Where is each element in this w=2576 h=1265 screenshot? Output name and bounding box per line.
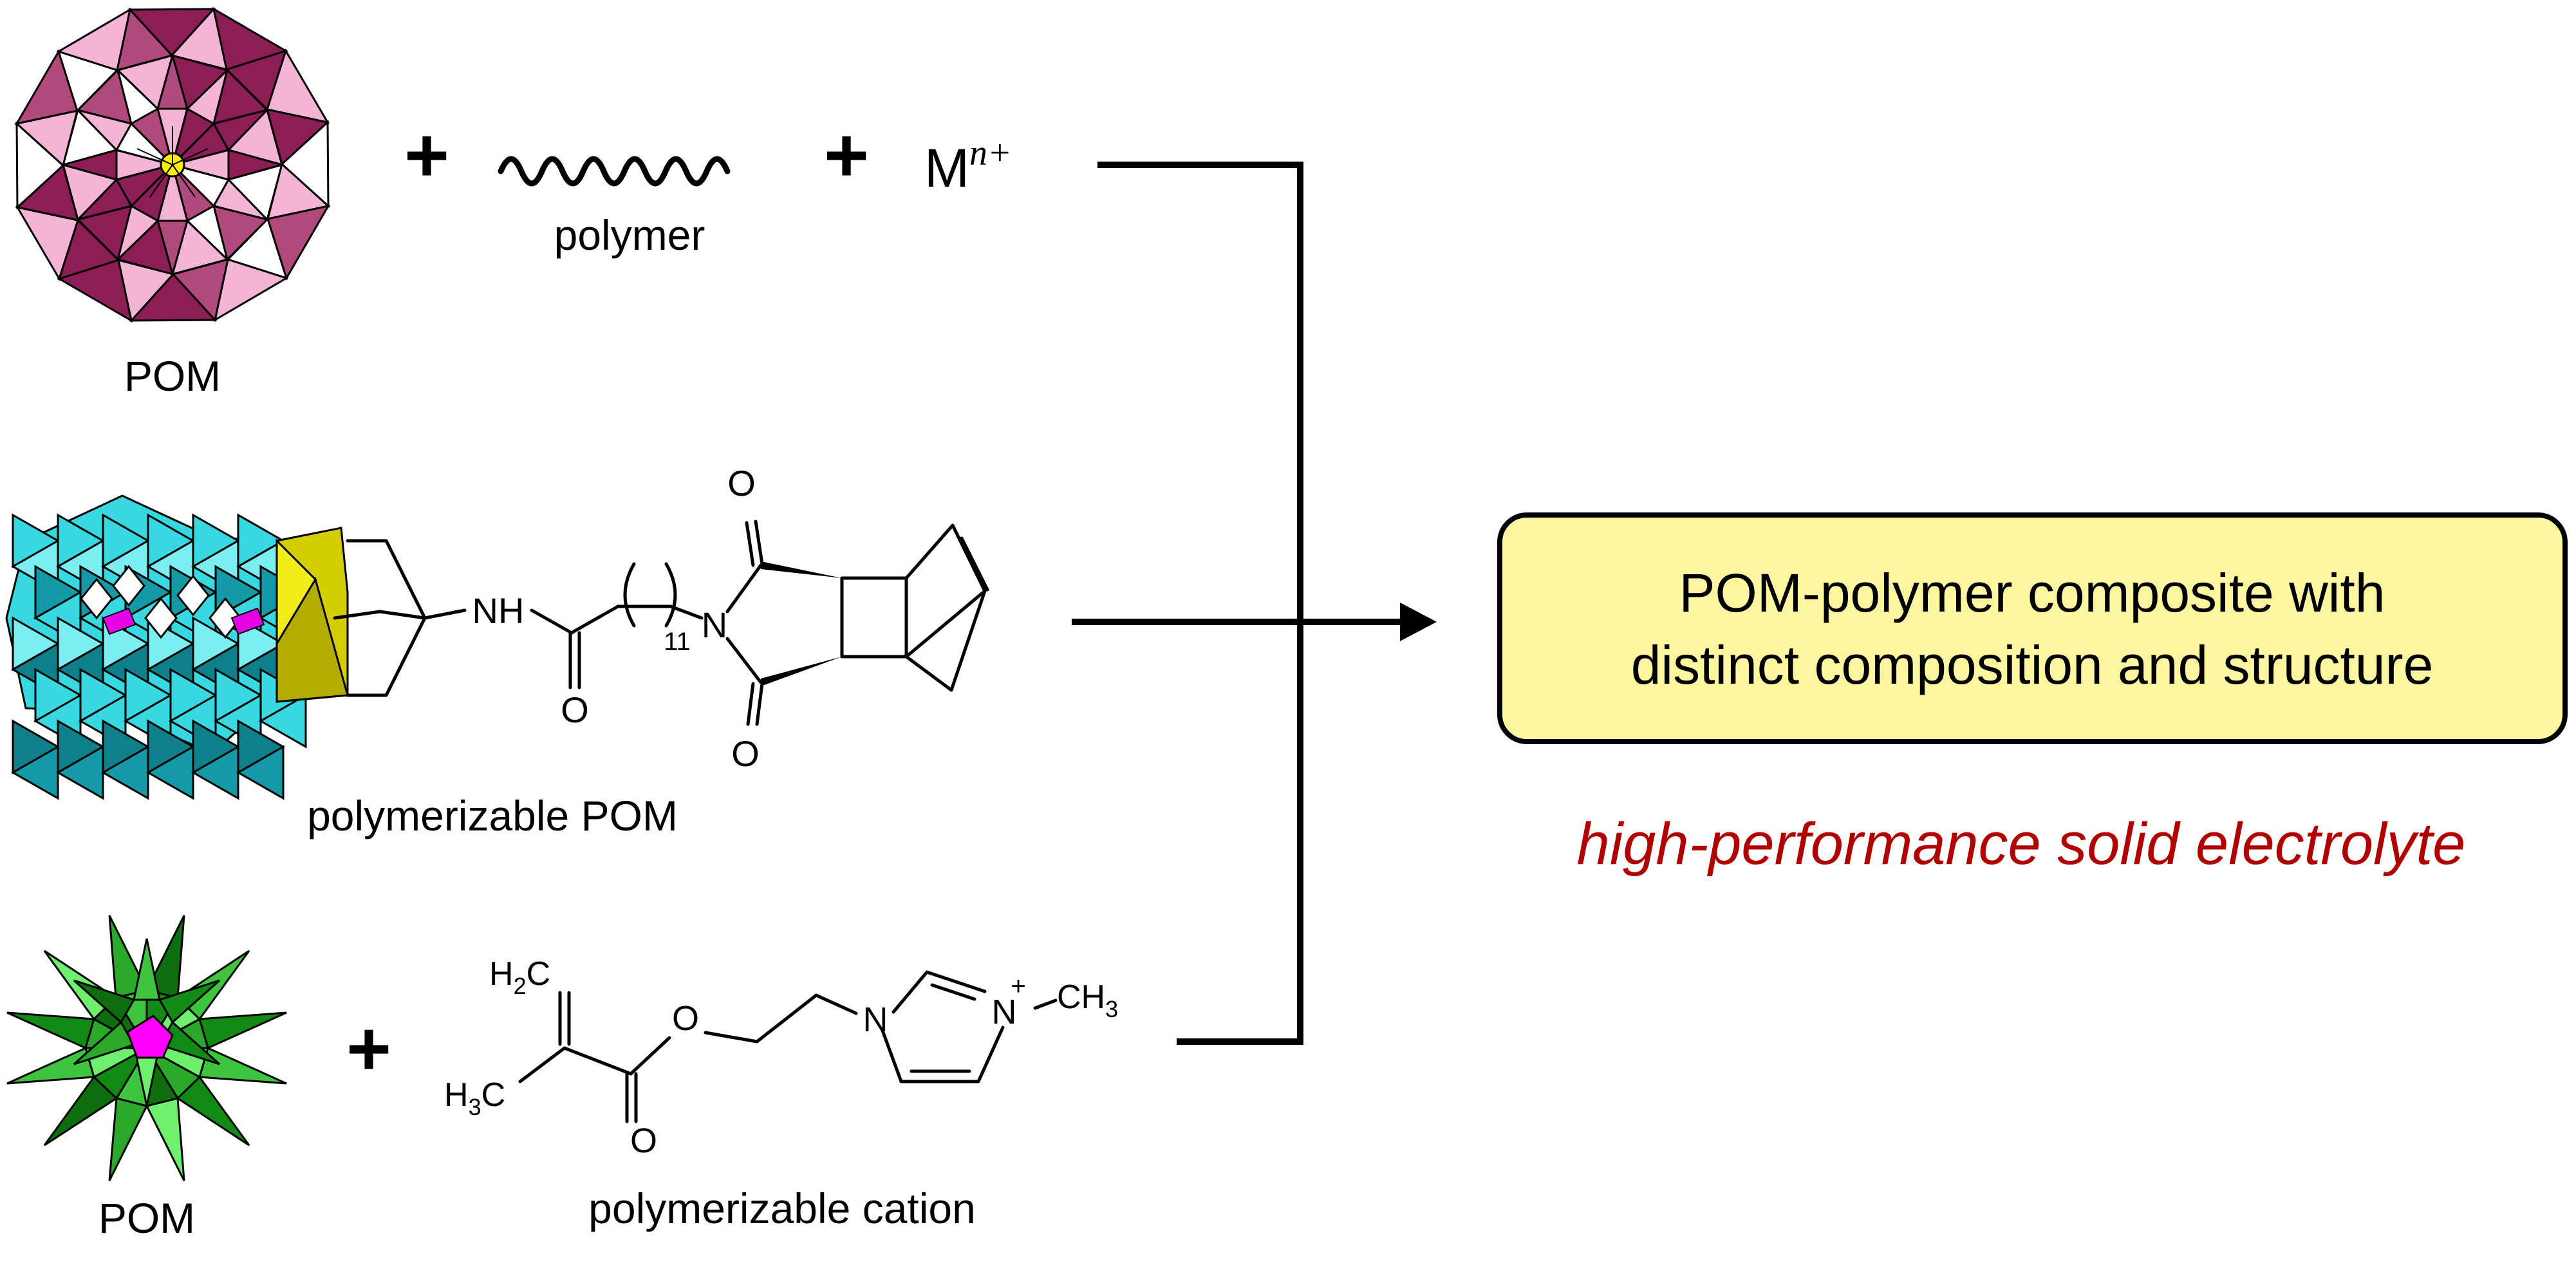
atom-n3: N	[992, 993, 1017, 1031]
atom-o-imide-top: O	[727, 463, 756, 503]
atom-n1: N	[863, 1000, 888, 1039]
atom-nh: NH	[472, 590, 525, 631]
atom-o-ester: O	[672, 999, 699, 1038]
result-box	[1497, 512, 2568, 744]
plus-sign-2: +	[824, 112, 869, 198]
pom-label-2: POM	[98, 1194, 195, 1242]
result-line-1: POM-polymer composite with	[1679, 563, 2385, 623]
polymer-label: polymer	[554, 211, 705, 259]
metal-symbol: M	[924, 138, 969, 198]
metal-charge: n+	[969, 133, 1012, 173]
convergence-bracket	[1072, 162, 1437, 1045]
polymerizable-cation-label: polymerizable cation	[588, 1185, 976, 1232]
result-line-2: distinct composition and structure	[1631, 635, 2434, 695]
polymer-chain-icon	[498, 156, 731, 187]
atom-o-carbonyl: O	[630, 1121, 657, 1160]
charge-plus: +	[1011, 972, 1025, 1000]
pom-core-atom	[126, 1015, 174, 1059]
norbornene-imide	[725, 520, 989, 726]
atom-o-amide: O	[561, 689, 589, 730]
tris-amide-linker	[333, 539, 704, 697]
pom-label-1: POM	[124, 352, 221, 400]
atom-n-imide: N	[702, 604, 727, 645]
h3c-group: H3C	[444, 1076, 505, 1120]
keggin-pom-icon	[14, 6, 331, 323]
metal-cation: Mn+	[924, 133, 1012, 198]
repeat-count: 11	[664, 628, 691, 656]
dawson-pom-icon	[6, 915, 287, 1181]
imidazolium-methacrylate	[518, 970, 1058, 1123]
plus-sign-1: +	[404, 112, 449, 198]
right-arrow-icon	[1400, 603, 1437, 641]
polymerizable-pom-label: polymerizable POM	[307, 792, 678, 839]
tagline: high-performance solid electrolyte	[1577, 811, 2466, 877]
plus-sign-3: +	[346, 1006, 391, 1092]
anderson-pom-icon	[5, 494, 349, 800]
h2c-group: H2C	[489, 955, 550, 999]
ch3-group: CH3	[1057, 979, 1118, 1022]
atom-o-imide-bottom: O	[731, 733, 760, 774]
